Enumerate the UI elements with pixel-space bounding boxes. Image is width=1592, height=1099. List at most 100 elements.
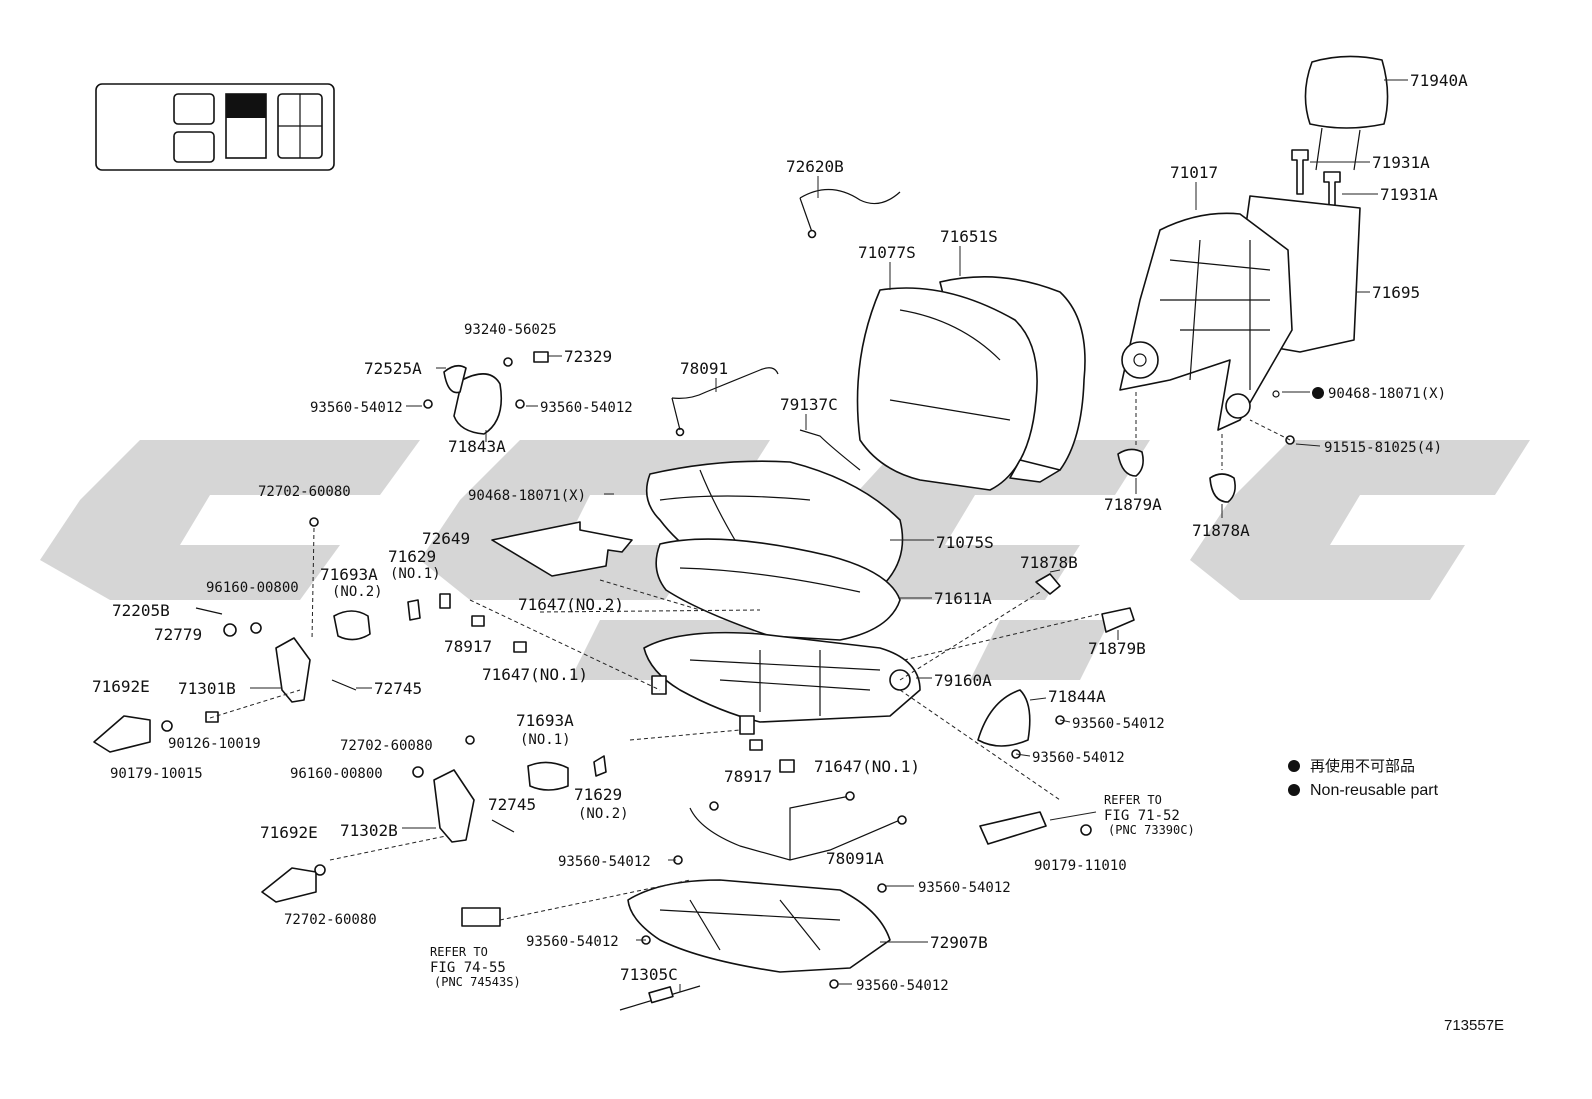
label-ref-74-55-l3: (PNC 74543S) — [434, 975, 521, 989]
legend-bullet-icon — [1288, 760, 1300, 772]
seat-brackets — [275, 599, 607, 843]
label-93240-56025: 93240-56025 — [464, 322, 557, 338]
wire-harness — [689, 791, 907, 861]
label-93560-54012-c: 93560-54012 — [1072, 716, 1165, 732]
label-ref-71-52-l1: REFER TO — [1104, 793, 1162, 807]
gas-strut — [619, 985, 701, 1011]
label-71844A: 71844A — [1048, 687, 1106, 706]
hinge-covers — [1117, 392, 1236, 503]
part-labels: 71940A 71931A 71931A 71017 71695 90468-1… — [92, 71, 1468, 994]
label-71629-no1-sub: (NO.1) — [390, 566, 441, 582]
label-71692E-a: 71692E — [92, 677, 150, 696]
label-78091A: 78091A — [826, 849, 884, 868]
legend-text-en: Non-reusable part — [1310, 782, 1439, 799]
seatback-frame — [1119, 195, 1361, 431]
label-90468-18071-x-left: 90468-18071(X) — [468, 488, 586, 504]
label-71878A: 71878A — [1192, 521, 1250, 540]
label-72779: 72779 — [154, 625, 202, 644]
label-71647-no1-a: 71647(NO.1) — [482, 665, 588, 684]
label-93560-54012-f: 93560-54012 — [918, 880, 1011, 896]
label-72745-a: 72745 — [374, 679, 422, 698]
legend-bullet-icon — [1288, 784, 1300, 796]
seat-under-tray — [627, 879, 891, 973]
small-fasteners — [161, 357, 1295, 989]
label-71302B: 71302B — [340, 821, 398, 840]
label-93560-54012-e: 93560-54012 — [558, 854, 651, 870]
label-ref-71-52-l2: FIG 71-52 — [1104, 808, 1180, 824]
label-93560-54012-d: 93560-54012 — [1032, 750, 1125, 766]
label-71305C: 71305C — [620, 965, 678, 984]
label-71017: 71017 — [1170, 163, 1218, 182]
seat-cushion-frame — [643, 631, 921, 735]
label-71693A-no2-sub: (NO.2) — [332, 584, 383, 600]
leader-lines — [250, 79, 1408, 992]
label-72907B: 72907B — [930, 933, 988, 952]
seat-cushion-pad — [655, 538, 901, 641]
label-72745-b: 72745 — [488, 795, 536, 814]
label-90126-10019: 90126-10019 — [168, 736, 261, 752]
leg-covers — [93, 715, 317, 903]
label-93560-54012-a: 93560-54012 — [310, 400, 403, 416]
label-71931A-2: 71931A — [1380, 185, 1438, 204]
label-71651S: 71651S — [940, 227, 998, 246]
legend-text-jp: 再使用不可部品 — [1310, 757, 1415, 775]
label-72702-60080-c: 72702-60080 — [284, 912, 377, 928]
label-78917-a: 78917 — [444, 637, 492, 656]
label-71693A-no1: 71693A — [516, 711, 574, 730]
label-71629-no1: 71629 — [388, 547, 436, 566]
label-96160-00800-b: 96160-00800 — [290, 766, 383, 782]
label-ref-74-55-l2: FIG 74-55 — [430, 960, 506, 976]
label-78917-b: 78917 — [724, 767, 772, 786]
seat-pad-plate — [491, 521, 633, 577]
label-71693A-no1-sub: (NO.1) — [520, 732, 571, 748]
headrest — [1304, 55, 1389, 171]
label-72702-60080-b: 72702-60080 — [340, 738, 433, 754]
non-reusable-marker — [1312, 387, 1324, 399]
label-91515-81025: 91515-81025(4) — [1324, 440, 1442, 456]
seat-location-thumbnail — [95, 83, 335, 171]
label-71879B: 71879B — [1088, 639, 1146, 658]
label-71629-no2-sub: (NO.2) — [578, 806, 629, 822]
label-ref-74-55-l1: REFER TO — [430, 945, 488, 959]
label-93560-54012-h: 93560-54012 — [856, 978, 949, 994]
label-71692E-b: 71692E — [260, 823, 318, 842]
left-hinge-cover — [443, 351, 549, 435]
label-93560-54012-g: 93560-54012 — [526, 934, 619, 950]
label-71301B: 71301B — [178, 679, 236, 698]
label-71878B: 71878B — [1020, 553, 1078, 572]
label-72205B: 72205B — [112, 601, 170, 620]
label-71077S: 71077S — [858, 243, 916, 262]
label-79137C: 79137C — [780, 395, 838, 414]
label-72525A: 72525A — [364, 359, 422, 378]
label-72702-60080-a: 72702-60080 — [258, 484, 351, 500]
label-90179-10015: 90179-10015 — [110, 766, 203, 782]
label-71931A-1: 71931A — [1372, 153, 1430, 172]
label-71693A-no2: 71693A — [320, 565, 378, 584]
seatback-pad-and-cover — [856, 276, 1086, 491]
label-72649: 72649 — [422, 529, 470, 548]
legend: 再使用不可部品 Non-reusable part — [1288, 757, 1439, 799]
label-71843A: 71843A — [448, 437, 506, 456]
label-96160-00800-a: 96160-00800 — [206, 580, 299, 596]
label-90468-18071-x-right: 90468-18071(X) — [1328, 386, 1446, 402]
side-trim-parts — [977, 573, 1135, 747]
label-78091: 78091 — [680, 359, 728, 378]
release-cables — [671, 188, 901, 471]
label-71940A: 71940A — [1410, 71, 1468, 90]
label-72329: 72329 — [564, 347, 612, 366]
label-71629-no2: 71629 — [574, 785, 622, 804]
label-ref-71-52-l3: (PNC 73390C) — [1108, 823, 1195, 837]
diagram-id: 713557E — [1444, 1017, 1504, 1034]
label-93560-54012-b: 93560-54012 — [540, 400, 633, 416]
label-71879A: 71879A — [1104, 495, 1162, 514]
label-71611A: 71611A — [934, 589, 992, 608]
label-90179-11010: 90179-11010 — [1034, 858, 1127, 874]
label-71075S: 71075S — [936, 533, 994, 552]
assembly-lines — [209, 419, 1291, 921]
label-71695: 71695 — [1372, 283, 1420, 302]
label-71647-no1-b: 71647(NO.1) — [814, 757, 920, 776]
label-79160A: 79160A — [934, 671, 992, 690]
label-71647-no2: 71647(NO.2) — [518, 595, 624, 614]
label-72620B: 72620B — [786, 157, 844, 176]
